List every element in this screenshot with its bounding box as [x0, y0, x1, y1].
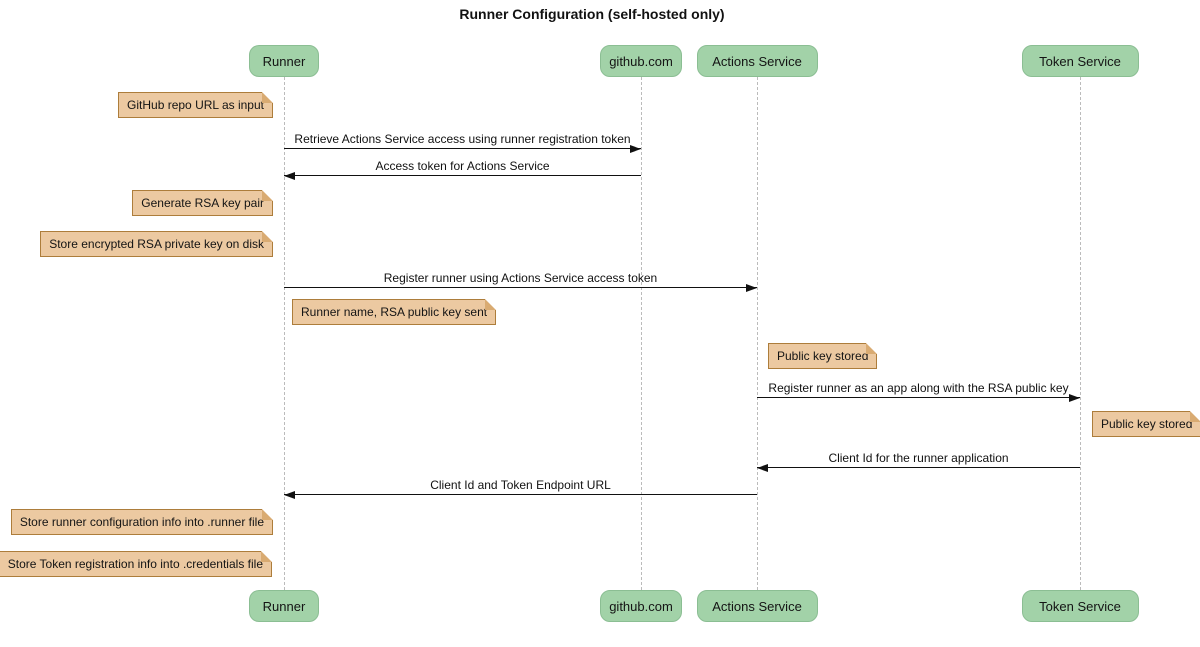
note-3: Runner name, RSA public key sent	[292, 299, 497, 325]
message-3-label: Register runner as an app along with the…	[768, 381, 1069, 395]
diagram-title: Runner Configuration (self-hosted only)	[459, 6, 725, 22]
message-3-line	[757, 397, 1080, 398]
note-7: Store Token registration info into .cred…	[0, 551, 273, 577]
message-0-line	[284, 148, 641, 149]
lifeline-github	[641, 77, 642, 590]
message-5-line	[284, 494, 757, 495]
participant-github-bottom: github.com	[600, 590, 682, 622]
message-5-label: Client Id and Token Endpoint URL	[430, 478, 611, 492]
lifeline-actions-service	[757, 77, 758, 590]
lifeline-token-service	[1080, 77, 1081, 590]
message-1-label: Access token for Actions Service	[375, 159, 550, 173]
message-2-label: Register runner using Actions Service ac…	[383, 271, 658, 285]
participant-token-service-bottom: Token Service	[1021, 590, 1139, 622]
participant-github-top: github.com	[600, 45, 682, 77]
note-4: Public key stored	[768, 343, 878, 369]
message-5-arrowhead	[284, 490, 295, 499]
note-6: Store runner configuration info into .ru…	[10, 509, 274, 535]
message-0-label: Retrieve Actions Service access using ru…	[294, 132, 631, 146]
participant-token-service-top: Token Service	[1021, 45, 1139, 77]
message-4-line	[757, 467, 1080, 468]
message-4-arrowhead	[757, 463, 768, 472]
message-3-arrowhead	[1069, 393, 1080, 402]
message-0-arrowhead	[630, 144, 641, 153]
lifeline-runner	[284, 77, 285, 590]
note-5: Public key stored	[1092, 411, 1200, 437]
message-2-line	[284, 287, 757, 288]
note-1: Generate RSA key pair	[132, 190, 273, 216]
message-1-line	[284, 175, 641, 176]
participant-runner-bottom: Runner	[249, 590, 319, 622]
note-0: GitHub repo URL as input	[118, 92, 273, 118]
participant-runner-top: Runner	[249, 45, 319, 77]
message-1-arrowhead	[284, 171, 295, 180]
note-2: Store encrypted RSA private key on disk	[40, 231, 273, 257]
participant-actions-service-bottom: Actions Service	[696, 590, 818, 622]
message-4-label: Client Id for the runner application	[828, 451, 1009, 465]
participant-actions-service-top: Actions Service	[696, 45, 818, 77]
message-2-arrowhead	[746, 283, 757, 292]
